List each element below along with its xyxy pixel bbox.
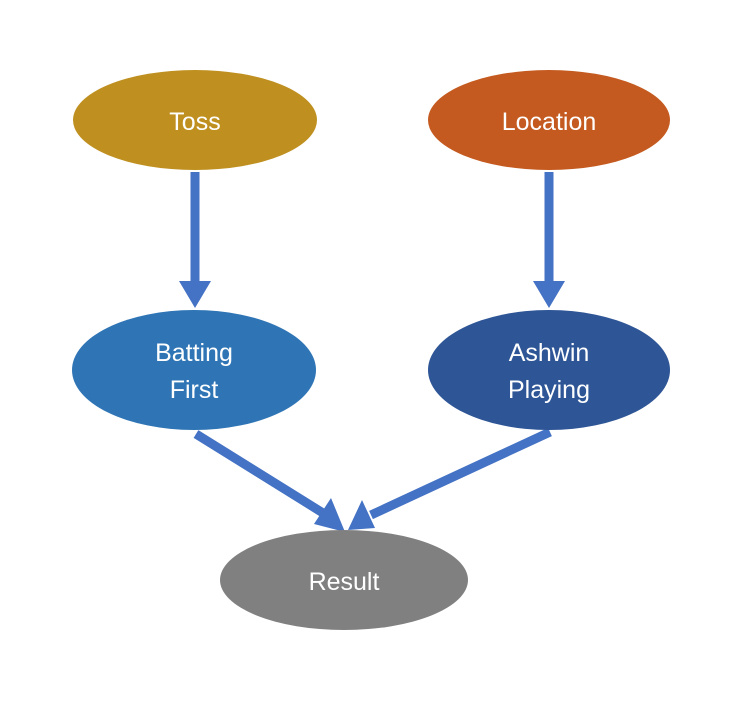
node-location: Location (428, 70, 670, 170)
arrows (179, 172, 565, 532)
node-batting-first-label-line2: First (170, 376, 219, 404)
node-toss-shape (73, 70, 317, 170)
node-ashwin-playing: Ashwin Playing (428, 310, 670, 430)
node-toss-label: Toss (169, 108, 220, 136)
arrow-ashwin-playing-to-result (348, 427, 552, 530)
node-result: Result (220, 530, 468, 630)
node-toss: Toss (73, 70, 317, 170)
node-result-shape (220, 530, 468, 630)
node-ashwin-playing-shape (428, 310, 670, 430)
node-location-label: Location (502, 108, 597, 136)
node-batting-first-shape (72, 310, 316, 430)
node-ashwin-playing-label-line2: Playing (508, 376, 590, 404)
arrow-batting-first-to-result (193, 430, 345, 532)
node-location-shape (428, 70, 670, 170)
node-ashwin-playing-label-line1: Ashwin (509, 339, 590, 367)
node-batting-first-label-line1: Batting (155, 339, 233, 367)
arrow-location-to-ashwin-playing (533, 172, 565, 308)
arrow-toss-to-batting-first (179, 172, 211, 308)
node-result-label: Result (309, 568, 380, 596)
node-batting-first: Batting First (72, 310, 316, 430)
